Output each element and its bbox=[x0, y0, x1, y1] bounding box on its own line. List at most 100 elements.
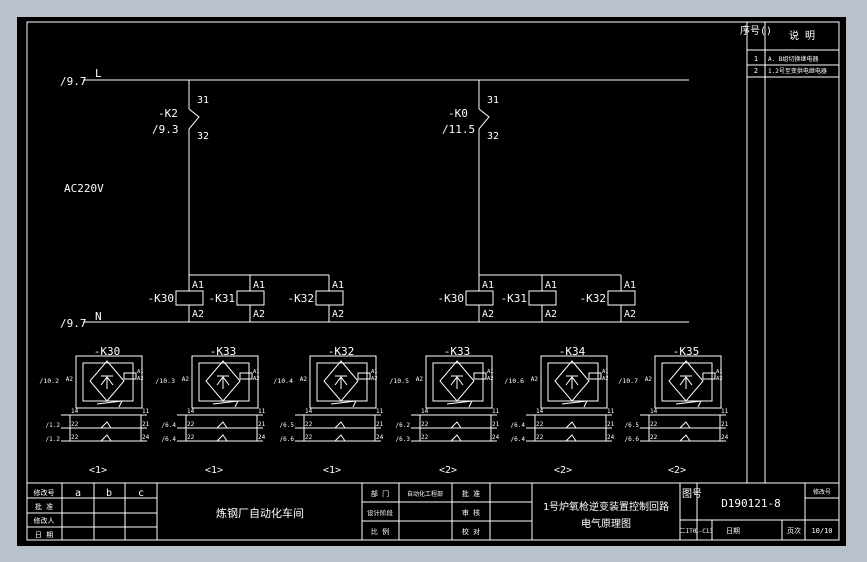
coil-symbol bbox=[175, 290, 204, 306]
module-inner-frame bbox=[82, 362, 134, 402]
module-pin-11: 11 bbox=[721, 408, 729, 415]
date-label: 日期 bbox=[726, 527, 740, 535]
coil-tag: -K31 bbox=[501, 292, 528, 305]
module-pin-22b: 22 bbox=[650, 434, 658, 441]
module-ref-2: /6.6 bbox=[625, 436, 640, 443]
module-pin-a1: A1 bbox=[602, 369, 609, 375]
coil-pin-a2: A2 bbox=[624, 309, 636, 320]
nc-contact-symbol bbox=[478, 108, 490, 130]
module-ref: /10.5 bbox=[389, 377, 409, 385]
module-ref-1: /6.5 bbox=[625, 422, 640, 429]
module-ref-1: /1.2 bbox=[46, 422, 61, 429]
coil-tag: -K31 bbox=[209, 292, 236, 305]
module-pin-22b: 22 bbox=[187, 434, 195, 441]
contact-switch bbox=[334, 421, 346, 429]
module-coil bbox=[588, 372, 602, 380]
coil-tag: -K30 bbox=[148, 292, 175, 305]
rectifier-diamond bbox=[89, 360, 125, 402]
coil-pin-a1: A1 bbox=[545, 280, 557, 291]
contact-switch bbox=[450, 434, 462, 442]
module-pin-a1: A1 bbox=[716, 369, 723, 375]
notes-header-desc: 说 明 bbox=[789, 29, 815, 42]
module-linkage bbox=[675, 400, 702, 408]
module-linkage bbox=[212, 400, 239, 408]
module-pin-a1: A1 bbox=[487, 369, 494, 375]
module-pin-a2: A2 bbox=[645, 376, 653, 383]
contact-switch bbox=[565, 434, 577, 442]
module-pin-a2: A2 bbox=[66, 376, 74, 383]
contact-pin-bottom: 32 bbox=[197, 131, 209, 142]
power-circuit: /9.7 L /9.7 N AC220V bbox=[60, 67, 689, 330]
module-pin-a2: A2 bbox=[300, 376, 308, 383]
standard-code-2: 1-C13 bbox=[695, 528, 713, 535]
module-linkage bbox=[561, 400, 588, 408]
dept-label: 部 门 bbox=[371, 489, 389, 498]
module-group-note: <2> bbox=[439, 465, 457, 476]
contact-ref: /9.3 bbox=[152, 123, 179, 136]
module-group-note: <2> bbox=[668, 465, 686, 476]
coil-tag: -K32 bbox=[288, 292, 315, 305]
coil-pin-a1: A1 bbox=[192, 280, 204, 291]
module-ref: /10.6 bbox=[504, 377, 524, 385]
module-pin-22b: 22 bbox=[421, 434, 429, 441]
module-pin-14: 14 bbox=[421, 408, 429, 415]
module-pin-a2: A2 bbox=[416, 376, 424, 383]
module-pin-14: 14 bbox=[650, 408, 658, 415]
module-pin-14: 14 bbox=[187, 408, 195, 415]
contact-switch bbox=[100, 434, 112, 442]
contact-pin-bottom: 32 bbox=[487, 131, 499, 142]
module-pin-24: 24 bbox=[492, 434, 500, 441]
module-title: -K33 bbox=[444, 345, 471, 358]
coil-pin-a1: A1 bbox=[253, 280, 265, 291]
module-pin-14: 14 bbox=[305, 408, 313, 415]
module-body bbox=[425, 355, 493, 409]
module-pin-24: 24 bbox=[607, 434, 615, 441]
title-block bbox=[27, 482, 839, 540]
module-pin-a2-right: A2 bbox=[716, 376, 723, 382]
module-pin-a2-right: A2 bbox=[371, 376, 378, 382]
coil-pin-a2: A2 bbox=[482, 309, 494, 320]
module-inner-frame bbox=[547, 362, 599, 402]
module-pin-24: 24 bbox=[142, 434, 150, 441]
module-title: -K32 bbox=[328, 345, 355, 358]
coil-pin-a1: A1 bbox=[482, 280, 494, 291]
drawing-number: D190121-8 bbox=[721, 497, 781, 510]
coil-pin-a2: A2 bbox=[253, 309, 265, 320]
drawing-no-label: 图号 bbox=[682, 488, 702, 500]
module-inner-frame bbox=[198, 362, 250, 402]
module-pin-22: 22 bbox=[421, 421, 429, 428]
coil-symbol bbox=[315, 290, 344, 306]
page-number: 10/10 bbox=[811, 527, 832, 535]
module-pin-a2: A2 bbox=[531, 376, 539, 383]
notes-row-2-desc: 1.2号至变供电继电器 bbox=[768, 67, 827, 75]
drawing-sheet: 序号() 说 明 1 A. B组切换继电器 2 1.2号至变供电继电器 /9.7… bbox=[17, 17, 846, 546]
module-pin-11: 11 bbox=[258, 408, 266, 415]
contact-switch bbox=[565, 421, 577, 429]
coil-pin-a1: A1 bbox=[624, 280, 636, 291]
module-pin-a2-right: A2 bbox=[602, 376, 609, 382]
module-ref-2: /6.4 bbox=[511, 436, 526, 443]
sheet-frame bbox=[26, 21, 840, 541]
scale-label: 比 例 bbox=[371, 527, 389, 536]
coil-symbol bbox=[607, 290, 636, 306]
module-pin-22b: 22 bbox=[305, 434, 313, 441]
module-ref-1: /6.2 bbox=[396, 422, 411, 429]
notes-row-2-no: 2 bbox=[754, 67, 758, 75]
module-pin-21: 21 bbox=[376, 421, 384, 428]
module-pin-21: 21 bbox=[258, 421, 266, 428]
contact-switch bbox=[679, 421, 691, 429]
module-ref: /10.7 bbox=[618, 377, 638, 385]
module-pin-24: 24 bbox=[258, 434, 266, 441]
module-coil bbox=[702, 372, 716, 380]
module-inner-frame bbox=[661, 362, 713, 402]
module-pin-11: 11 bbox=[142, 408, 150, 415]
